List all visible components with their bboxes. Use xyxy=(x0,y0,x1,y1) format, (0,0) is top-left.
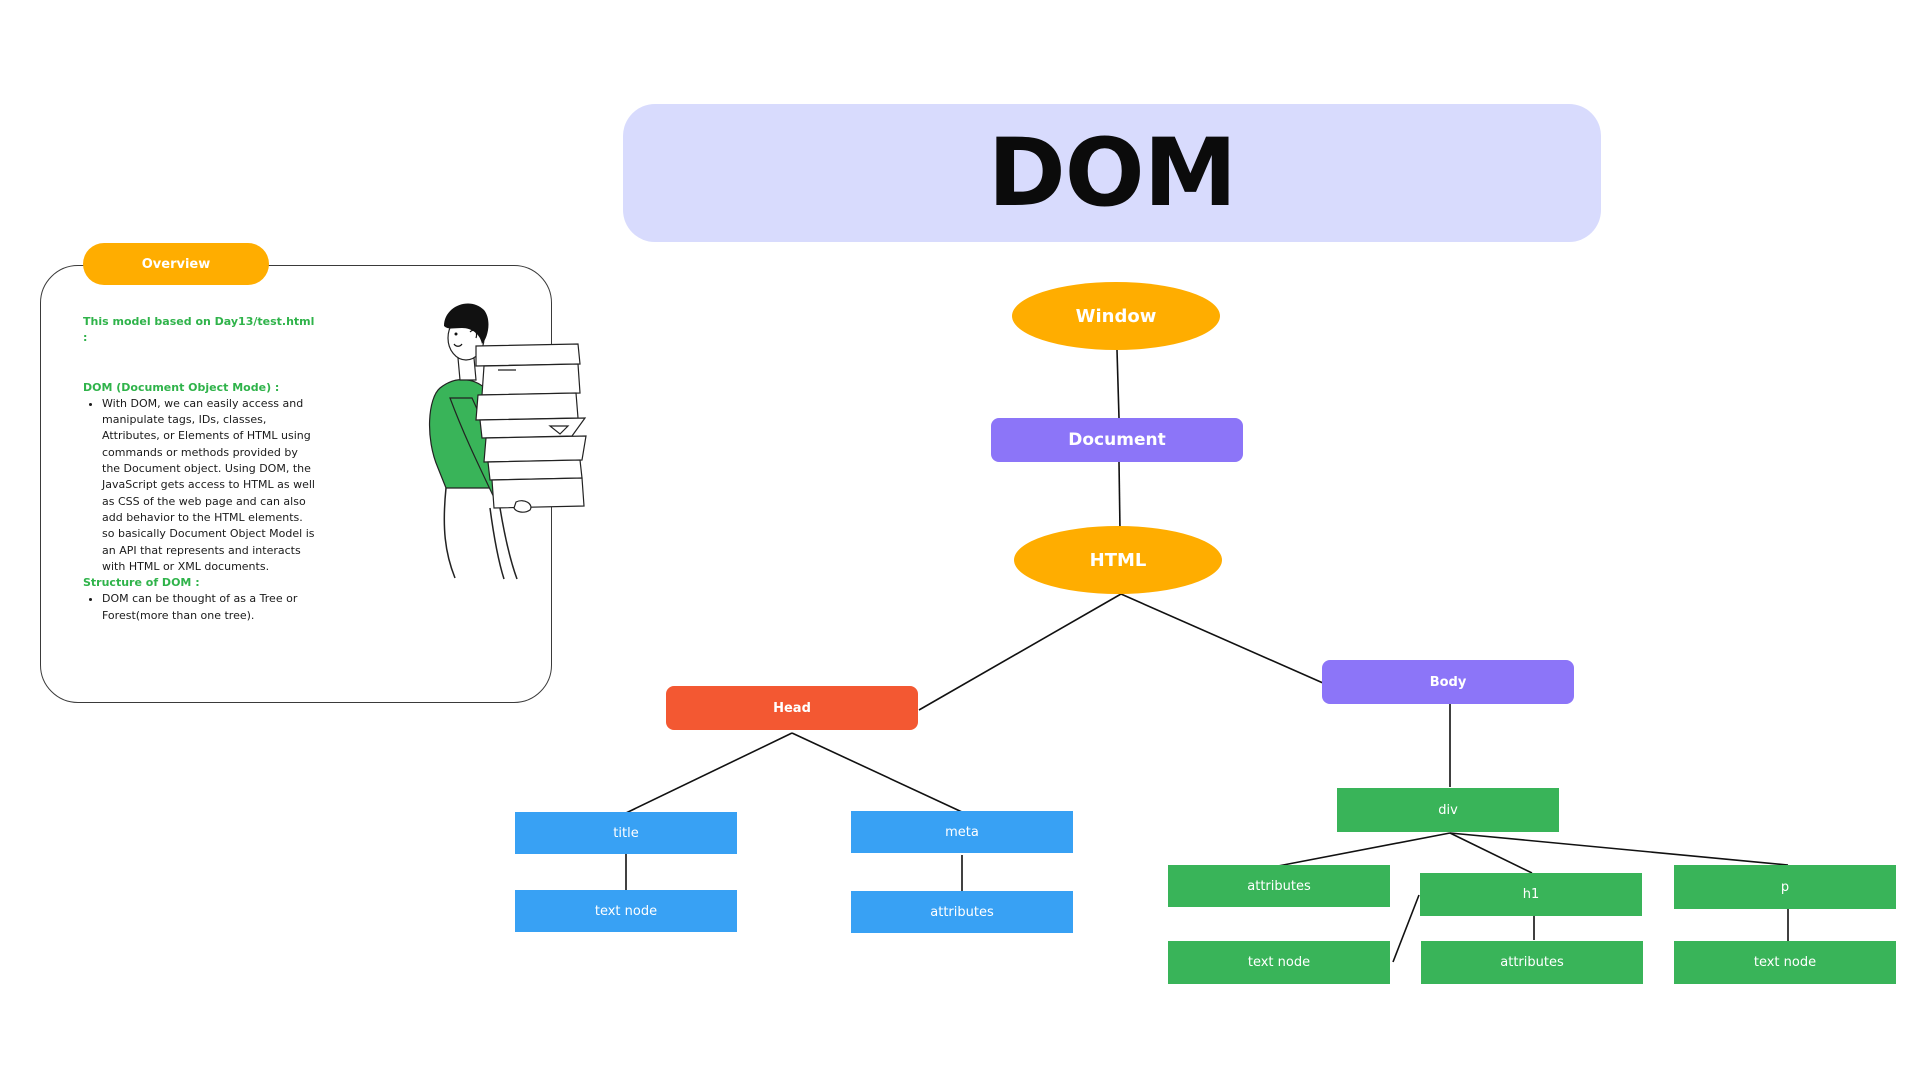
document-node: Document xyxy=(991,418,1243,462)
person-carrying-papers-illustration xyxy=(429,303,587,580)
page-title: DOM xyxy=(987,118,1237,228)
div-node: div xyxy=(1337,788,1559,832)
structure-bullet-list: DOM can be thought of as a Tree or Fores… xyxy=(83,591,315,624)
html-node: HTML xyxy=(1014,526,1222,594)
div-attributes-node: attributes xyxy=(1168,865,1390,907)
h1-node: h1 xyxy=(1420,873,1642,916)
overview-pill: Overview xyxy=(83,243,269,285)
title-text-node: text node xyxy=(515,890,737,932)
p-node: p xyxy=(1674,865,1896,909)
overview-text: This model based on Day13/test.html : DO… xyxy=(83,314,315,624)
head-node: Head xyxy=(666,686,918,730)
body-node: Body xyxy=(1322,660,1574,704)
meta-node: meta xyxy=(851,811,1073,853)
title-banner: DOM xyxy=(623,104,1601,242)
dom-bullet: With DOM, we can easily access and manip… xyxy=(102,396,315,575)
p-text-node: text node xyxy=(1674,941,1896,984)
h1-attributes-node: attributes xyxy=(1421,941,1643,984)
structure-heading: Structure of DOM : xyxy=(83,576,200,590)
window-node: Window xyxy=(1012,282,1220,350)
meta-attributes-node: attributes xyxy=(851,891,1073,933)
structure-bullet: DOM can be thought of as a Tree or Fores… xyxy=(102,591,315,624)
title-node: title xyxy=(515,812,737,854)
dom-heading: DOM (Document Object Mode) : xyxy=(83,380,280,394)
dom-bullet-list: With DOM, we can easily access and manip… xyxy=(83,396,315,575)
model-note: This model based on Day13/test.html : xyxy=(83,315,315,345)
div-attributes-text-node: text node xyxy=(1168,941,1390,984)
